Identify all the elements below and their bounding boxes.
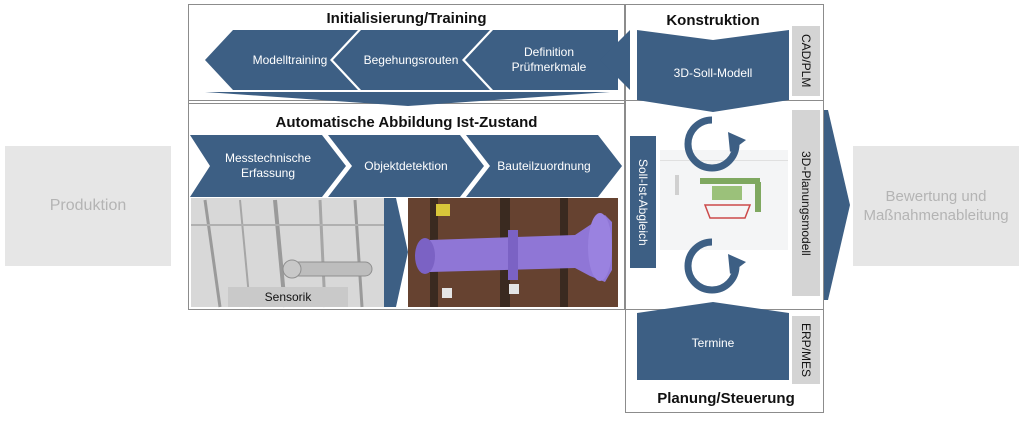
- construction-title: Konstruktion: [666, 12, 760, 29]
- chevron-definition: [465, 30, 618, 90]
- bewertung-box: Bewertung und Maßnahmenableitung: [853, 146, 1019, 266]
- cad-plm-label: CAD/PLM: [792, 26, 820, 96]
- konstruktion-arrow: [637, 30, 789, 112]
- sensorik-label: Sensorik: [264, 290, 312, 304]
- produktion-label: Produktion: [49, 197, 127, 214]
- auto-title: Automatische Abbildung Ist-Zustand: [275, 114, 538, 131]
- chevron-begehungsrouten: [333, 30, 490, 90]
- chevron-bauteilzuordnung: [466, 135, 622, 197]
- produktion-box: Produktion: [5, 146, 171, 266]
- init-title: Initialisierung/Training: [326, 10, 487, 27]
- cycle-arrow-top: [684, 116, 740, 172]
- planning-title: Planung/Steuerung: [657, 390, 795, 407]
- step-bauteilzuordnung: Bauteilzuordnung: [497, 158, 591, 173]
- cycle-arrow-bottom: [684, 238, 740, 294]
- sensorik-label-bg: [228, 287, 348, 307]
- soll-modell-label: 3D-Soll-Modell: [673, 65, 753, 80]
- planungsmodell-label: 3D-Planungsmodell: [792, 110, 820, 296]
- image-arrow: [384, 198, 408, 307]
- termine-label: Termine: [691, 335, 735, 350]
- erp-mes-label: ERP/MES: [792, 316, 820, 384]
- step-begehungsrouten: Begehungsrouten: [363, 52, 459, 67]
- chevron-objektdetektion: [328, 135, 484, 197]
- soll-ist-label: Soll-Ist-Abgleich: [630, 136, 656, 268]
- bewertung-label: Bewertung und Maßnahmenableitung: [863, 187, 1009, 225]
- step-messtechnische: Messtechnische Erfassung: [224, 151, 312, 180]
- chevron-messtechnische: [190, 135, 346, 197]
- step-modelltraining: Modelltraining: [252, 52, 328, 67]
- chevron-connector: [600, 30, 630, 90]
- planung-arrow: [637, 302, 789, 380]
- step-objektdetektion: Objektdetektion: [364, 158, 448, 173]
- output-arrow: [824, 110, 850, 300]
- down-wedge: [205, 92, 610, 106]
- step-definition: Definition Prüfmerkmale: [511, 45, 587, 74]
- chevron-modelltraining: [205, 30, 358, 90]
